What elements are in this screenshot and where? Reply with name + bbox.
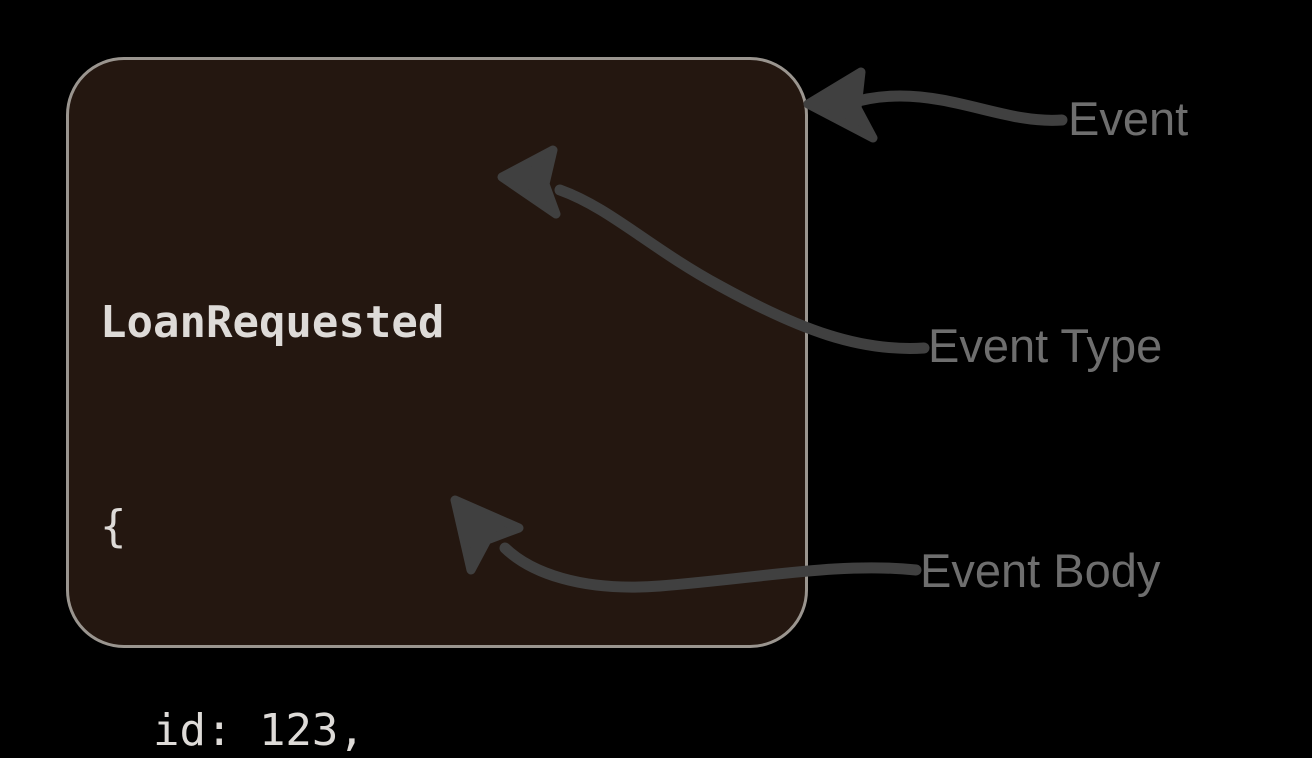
callout-arrow-event [803,67,1068,143]
event-body-line-open-brace: { [100,501,127,552]
callout-label-event-body: Event Body [920,544,1161,597]
event-code-block: LoanRequested { id: 123, amount: 100, bo… [100,153,709,758]
event-body-line-id: id: 123, [100,705,365,756]
callout-label-event-type: Event Type [928,319,1163,372]
event-card: LoanRequested { id: 123, amount: 100, bo… [66,57,808,756]
callout-label-event: Event [1068,92,1189,145]
event-type-text: LoanRequested [100,297,445,348]
